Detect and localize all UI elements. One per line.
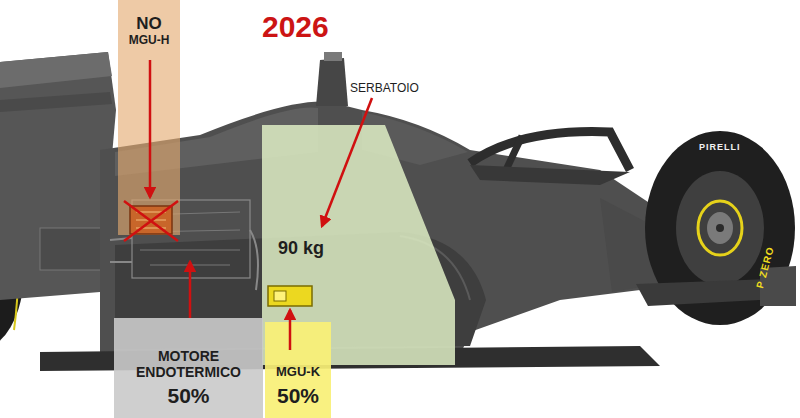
tyre-brand: P ZERO <box>754 245 776 289</box>
box-heading: 90 kg <box>278 238 324 259</box>
engine-outline <box>110 200 258 290</box>
box-value: MGU-H <box>129 34 170 48</box>
box-value: 50% <box>167 384 209 408</box>
diagram-title: 2026 <box>262 10 329 44</box>
box-heading: NO <box>136 14 162 34</box>
power-share-box: MGU-K 50% <box>265 322 331 418</box>
title-anchor: 2026 <box>262 10 329 44</box>
box-value: 50% <box>277 384 319 408</box>
leader-arrow <box>149 60 152 197</box>
roll-hoop <box>316 52 348 106</box>
leader-arrow <box>322 98 372 226</box>
box-heading: MGU-K <box>276 365 320 380</box>
mgu-k-part <box>268 286 312 306</box>
label-anchor: SERBATOIO <box>350 78 419 96</box>
tyre-brand: PIRELLI <box>699 142 741 152</box>
box-heading: MOTORE ENDOTERMICO <box>122 348 255 380</box>
tank-shape <box>262 125 455 365</box>
part-label: SERBATOIO <box>350 81 419 95</box>
leader-arrow <box>189 262 192 318</box>
leader-arrow <box>289 310 292 350</box>
halo <box>470 132 630 185</box>
power-share-box: MOTORE ENDOTERMICO 50% <box>114 318 263 418</box>
label-anchor: P ZERO <box>749 244 778 290</box>
mgu-h-part <box>124 201 178 241</box>
label-anchor: PIRELLI <box>699 136 741 154</box>
front-wing <box>636 266 796 306</box>
